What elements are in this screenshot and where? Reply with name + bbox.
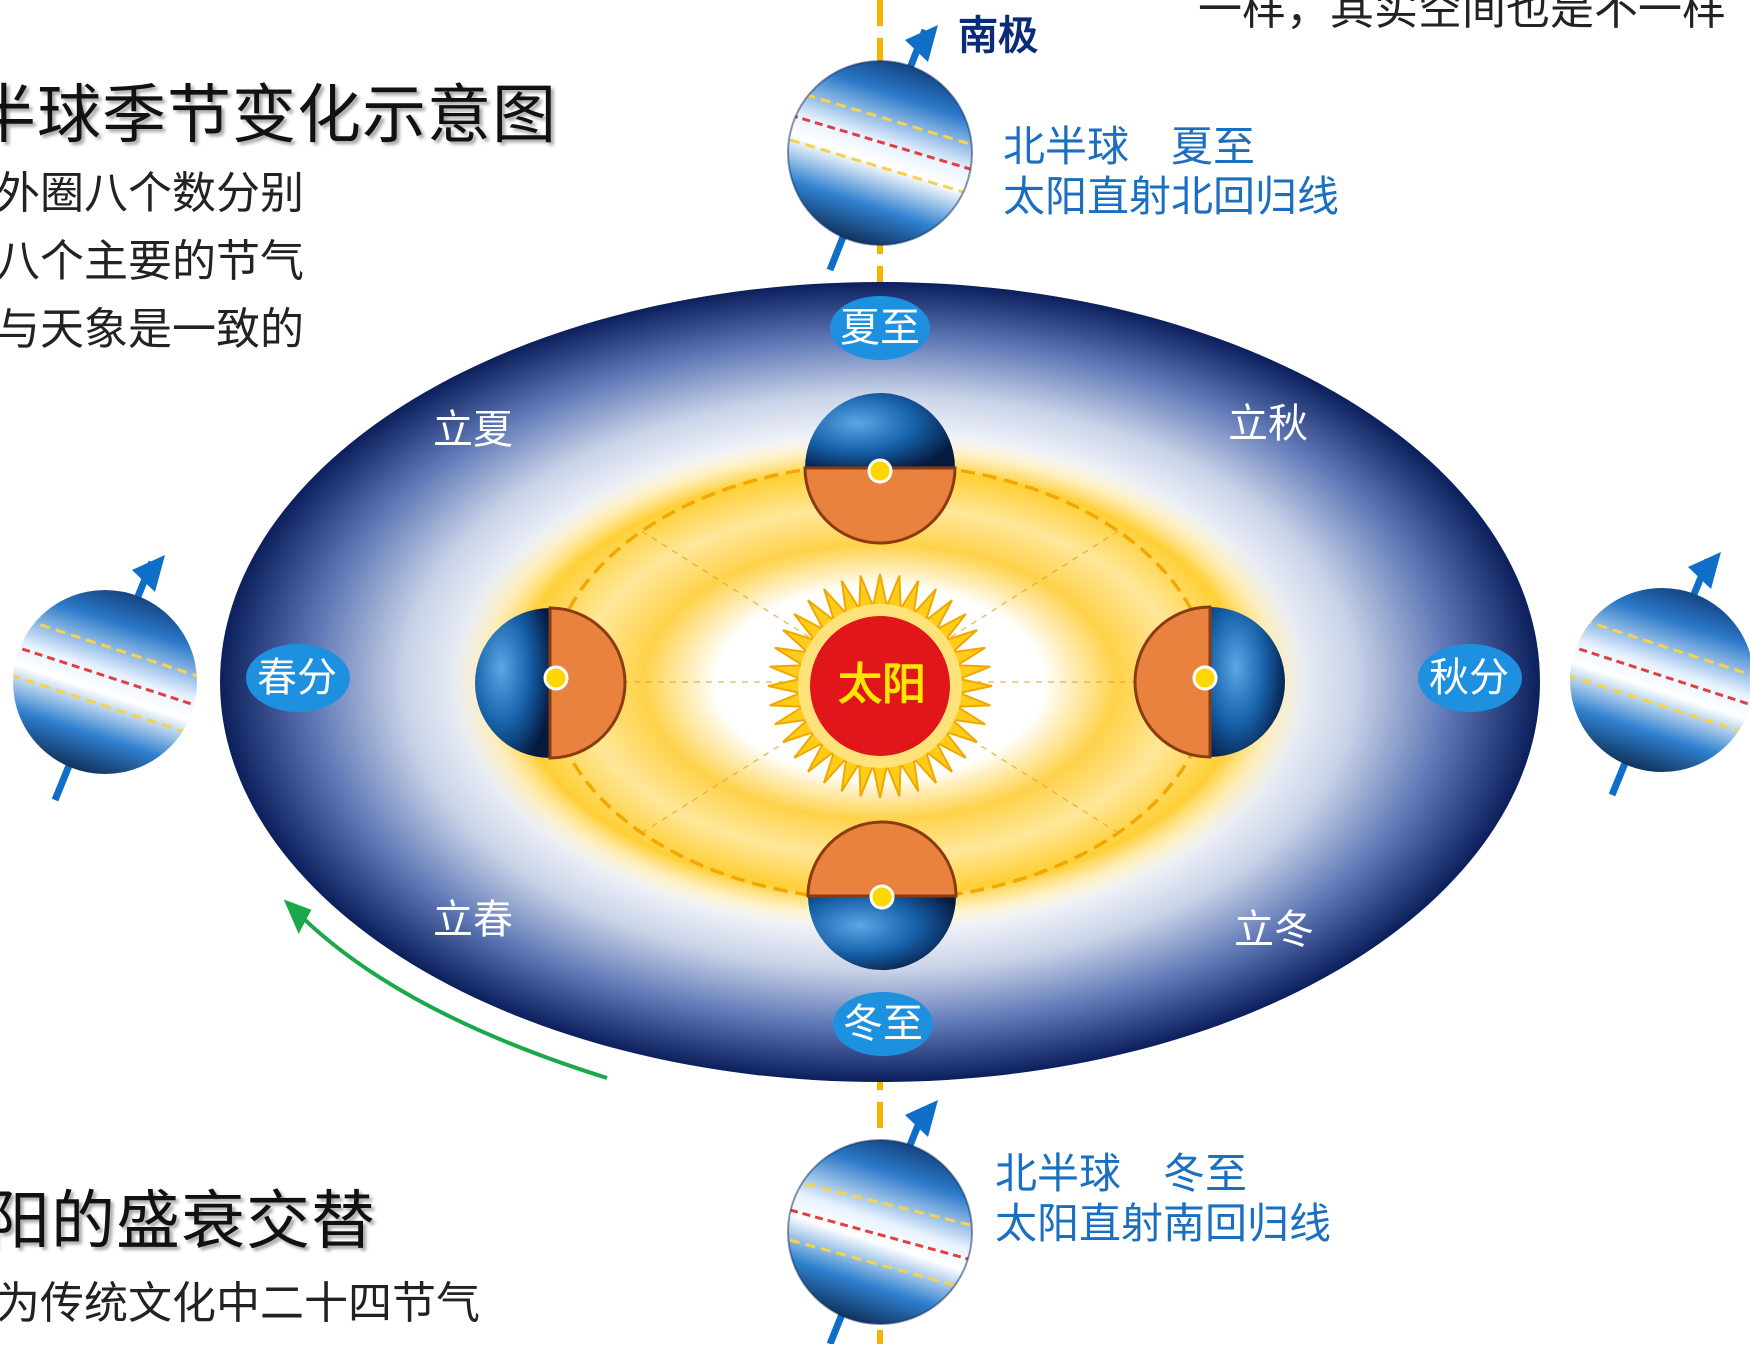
pill-qiufen: [1418, 644, 1522, 712]
earth-autumn-orbit: [1133, 605, 1285, 759]
winter-caption-line-1: 北半球 冬至: [995, 1149, 1248, 1198]
summer-caption-line-2: 太阳直射北回归线: [1003, 172, 1340, 221]
pill-chunfen: [246, 644, 350, 712]
earth-summer-orbit: [803, 393, 957, 545]
label-chunfen: 春分: [257, 655, 337, 701]
pill-dongzhi: [833, 992, 933, 1056]
pole-label: 南极: [958, 13, 1038, 59]
globe-spring: [13, 555, 197, 802]
label-xiazhi: 夏至: [840, 305, 920, 351]
sun-label: 太阳: [838, 659, 926, 710]
main-title: 半球季节变化示意图: [0, 79, 557, 153]
label-qiufen: 秋分: [1429, 655, 1509, 701]
winter-caption-line-2: 太阳直射南回归线: [995, 1199, 1332, 1248]
top-cut-text: 一样，其实空间也是不一样: [1198, 0, 1726, 35]
label-liqiu: 立秋: [1228, 401, 1308, 447]
orbit-direction-arrow: [288, 903, 608, 1080]
label-lidong: 立冬: [1234, 907, 1314, 953]
globe-autumn: [1570, 552, 1750, 797]
label-dongzhi: 冬至: [843, 1001, 923, 1047]
desc-line-3: 与天象是一致的: [0, 304, 304, 355]
bottom-desc: 为传统文化中二十四节气: [0, 1278, 480, 1329]
bottom-title: 阳的盛衰交替: [0, 1185, 376, 1259]
earth-spring-orbit: [475, 606, 627, 760]
summer-caption-line-1: 北半球 夏至: [1003, 122, 1256, 171]
label-lixia: 立夏: [433, 407, 513, 453]
label-lichun: 立春: [433, 897, 513, 943]
pill-xiazhi: [830, 296, 930, 360]
desc-line-1: 外圈八个数分别: [0, 168, 304, 219]
orbit-arrow-head: [283, 899, 312, 934]
desc-line-2: 八个主要的节气: [0, 236, 304, 287]
globe-winter: [787, 1100, 973, 1346]
earth-winter-orbit: [806, 820, 958, 970]
sun-disc: [810, 616, 950, 756]
